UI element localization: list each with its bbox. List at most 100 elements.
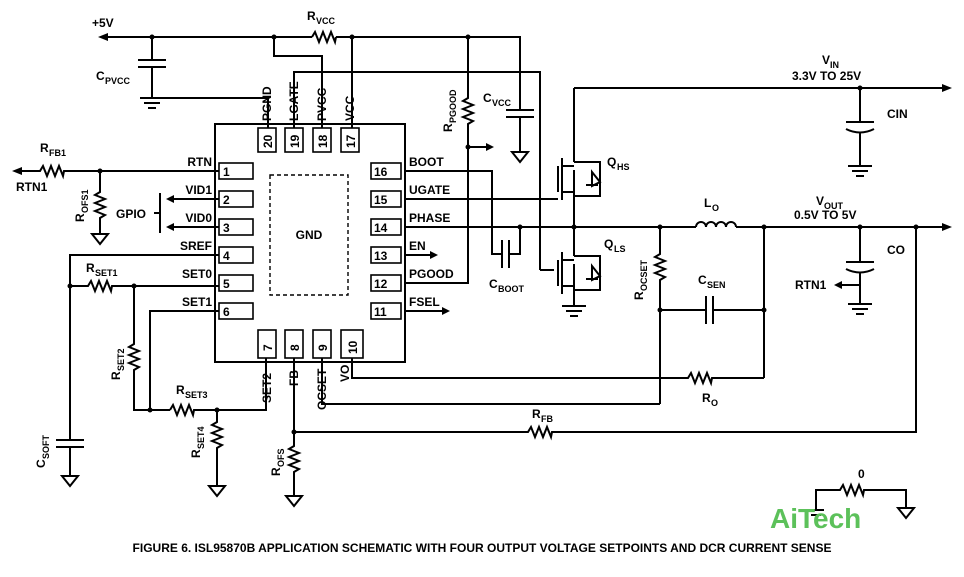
rset1-label: R (86, 261, 95, 275)
vout-label-group: V OUT 0.5V TO 5V (794, 194, 856, 222)
pin-7-num: 7 (261, 344, 275, 351)
rofs-label: R (269, 467, 283, 476)
pin-17-name: VCC (343, 95, 357, 121)
csoft-sub: SOFT (41, 434, 51, 459)
vin-sub: IN (830, 60, 839, 70)
pin-12-num: 12 (374, 277, 388, 291)
cboot-label: C (489, 277, 498, 291)
resistor-ro: R O (351, 358, 764, 408)
pin-5-name: SET0 (182, 267, 212, 281)
ocset-wire (321, 358, 660, 405)
ic-center-label: GND (296, 228, 323, 242)
qhs-sub: HS (617, 162, 630, 172)
resistor-rset3: R SET3 (169, 358, 267, 419)
vout-sub: OUT (824, 201, 844, 211)
phase-node (405, 196, 696, 248)
rocset-label: R (632, 291, 646, 300)
resistor-rvcc: R VCC (307, 9, 337, 46)
pin-16-name: BOOT (409, 155, 444, 169)
pin-9-box (312, 329, 332, 359)
right-signal-wires (405, 251, 469, 315)
pin-17-num: 17 (344, 134, 358, 148)
zero-ohm-resistor: 0 (808, 467, 917, 520)
csen-sub: SEN (707, 280, 726, 290)
pin-12-name: PGOOD (409, 267, 454, 281)
fsel-arrow-icon (442, 307, 450, 315)
qls-sub: LS (614, 244, 626, 254)
pin-2-num: 2 (223, 193, 230, 207)
supply-arrow-icon (98, 33, 108, 41)
rfb1-label: R (40, 141, 49, 155)
ic-exposed-pad (269, 174, 349, 296)
pin-3-num: 3 (223, 221, 230, 235)
capacitor-cvcc: C VCC (483, 64, 534, 164)
watermark: AiTech (770, 503, 861, 534)
pin-19-num: 19 (288, 134, 302, 148)
gpio-group: GPIO (116, 193, 219, 233)
pin-13-box (370, 246, 402, 264)
ic-package: GND 20 PGND 19 LGATE 18 PVCC 17 VCC 1 RT… (180, 81, 454, 410)
rset4-sub: SET4 (196, 426, 206, 449)
lo-label: L (704, 196, 711, 210)
ic-bottom-pins: 7 SET2 8 FB 9 OCSET 10 VO (257, 329, 364, 410)
mosfet-qls: Q LS (557, 237, 626, 317)
pin-16-num: 16 (374, 165, 388, 179)
pin-15-box (370, 190, 402, 208)
rvcc-sub: VCC (316, 16, 336, 26)
resistor-rofs1: R OFS1 (73, 171, 111, 246)
pin-2-name: VID1 (185, 183, 212, 197)
pin-5-box (218, 274, 254, 292)
qhs-label: Q (607, 155, 616, 169)
pin-9-num: 9 (316, 344, 330, 351)
rofs1-sub: OFS1 (80, 189, 90, 213)
rset2-sub: SET2 (116, 348, 126, 371)
pin-14-box (370, 218, 402, 236)
ic-left-pins: 1 RTN 2 VID1 3 VID0 4 SREF 5 SET0 6 SET1 (180, 155, 254, 320)
pin-6-num: 6 (223, 305, 230, 319)
rocset-sub: OCSET (639, 259, 649, 291)
capacitor-cboot: C BOOT (405, 170, 525, 294)
rset4-label: R (189, 449, 203, 458)
pin-11-box (370, 302, 402, 320)
cboot-sub: BOOT (498, 284, 525, 294)
en-arrow-icon (430, 251, 438, 259)
pin-16-box (370, 162, 402, 180)
vin-rail: V IN 3.3V TO 25V CIN (574, 53, 952, 177)
rtn1-right-arrow-icon (834, 281, 842, 289)
pin-18-num: 18 (316, 134, 330, 148)
pin-8-num: 8 (288, 344, 302, 351)
pin-10-name: VO (338, 365, 352, 382)
resistor-rset2: R SET2 (109, 286, 170, 413)
vin-label: V (822, 53, 830, 67)
pin-1-name: RTN (187, 155, 212, 169)
ro-label: R (702, 391, 711, 405)
csoft-label: C (34, 459, 48, 468)
lo-sub: O (712, 203, 719, 213)
rtn1-left-label: RTN1 (16, 180, 48, 194)
cvcc-label: C (483, 91, 492, 105)
vout-range: 0.5V TO 5V (794, 208, 856, 222)
pin-17-box (340, 127, 360, 153)
zero-ohm-label: 0 (858, 467, 865, 481)
pin-15-name: UGATE (409, 183, 450, 197)
rpgood-sub: PGOOD (448, 89, 458, 123)
rset3-sub: SET3 (185, 390, 208, 400)
cvcc-sub: VCC (492, 98, 512, 108)
vout-label: V (816, 194, 824, 208)
vout-arrow-icon (942, 223, 952, 231)
ic-outline (214, 123, 406, 363)
watermark-text: AiTech (770, 503, 861, 534)
rofs-sub: OFS (276, 448, 286, 467)
rvcc-label: R (307, 9, 316, 23)
capacitor-csen: C SEN (660, 227, 767, 378)
set1-wire (149, 310, 219, 410)
rtn1-right-label: RTN1 (795, 278, 827, 292)
pin-13-num: 13 (374, 249, 388, 263)
co-label: CO (887, 243, 905, 257)
mosfet-qhs: Q HS (557, 88, 630, 200)
capacitor-csoft: C SOFT (34, 254, 219, 488)
pin-13-name: EN (409, 239, 426, 253)
rset3-label: R (176, 383, 185, 397)
pin-3-name: VID0 (185, 211, 212, 225)
